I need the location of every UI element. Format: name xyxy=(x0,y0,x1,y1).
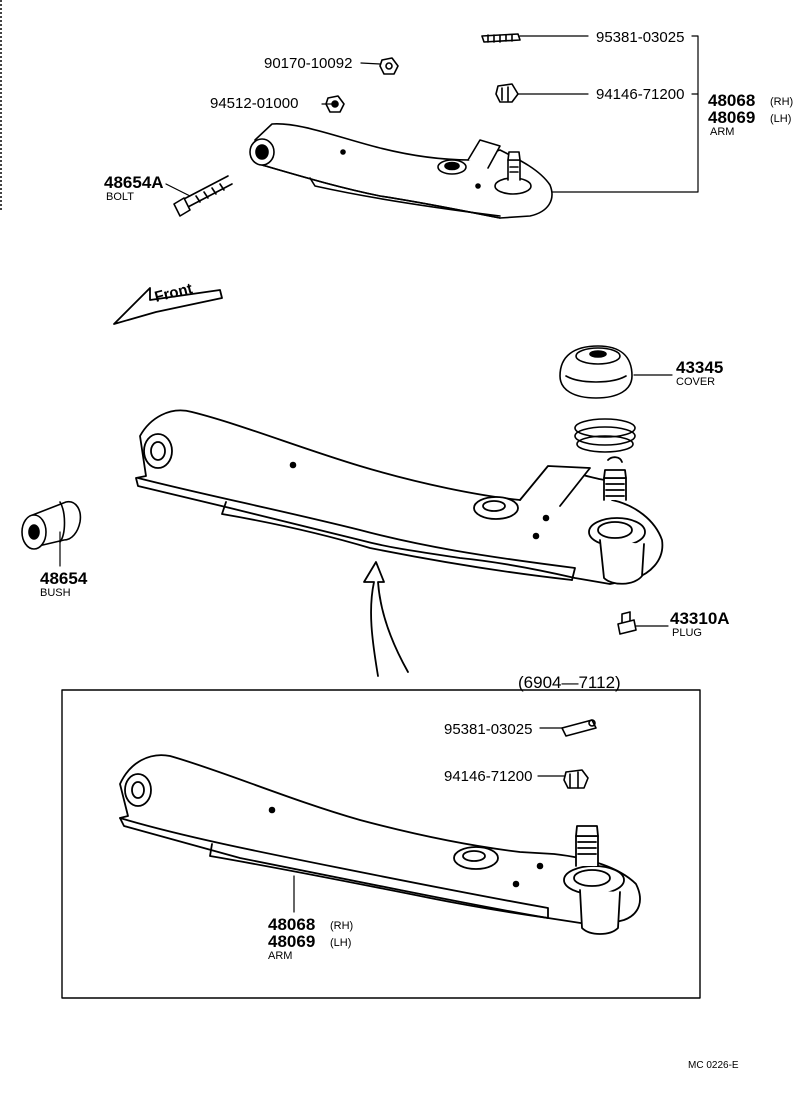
label-94512: 94512-01000 xyxy=(210,95,298,112)
inset-hardware xyxy=(561,719,597,789)
inset-leaders xyxy=(293,727,565,913)
arm-rh-side-upper: (RH) xyxy=(770,96,793,108)
label-94146-inset: 94146-71200 xyxy=(444,768,532,785)
plug-label: PLUG xyxy=(672,627,702,639)
plug-drawing xyxy=(617,611,637,635)
plug-pn: 43310A xyxy=(670,609,730,628)
upper-leaders xyxy=(165,35,699,197)
upper-hardware xyxy=(325,33,521,113)
middle-leaders xyxy=(59,374,673,627)
arm-lh-pn-upper: 48069 xyxy=(708,108,755,127)
upper-labels: 95381-03025 90170-10092 94146-71200 4806… xyxy=(104,29,793,203)
front-arrow xyxy=(113,287,223,325)
inset-labels: (6904—7112) 95381-03025 94146-71200 4806… xyxy=(268,673,621,962)
arm-lh-pn-inset: 48069 xyxy=(268,932,315,951)
cover-label: COVER xyxy=(676,376,715,388)
label-90170: 90170-10092 xyxy=(264,55,352,72)
arm-rh-side-inset: (RH) xyxy=(330,920,353,932)
bolt-pn: 48654A xyxy=(104,173,164,192)
label-95381-upper: 95381-03025 xyxy=(596,29,684,46)
bush-label: BUSH xyxy=(40,587,71,599)
bolt-label: BOLT xyxy=(106,191,134,203)
cover-drawing xyxy=(559,345,633,399)
inset-arm-drawing xyxy=(119,754,641,935)
bush-drawing xyxy=(21,500,82,550)
arm-lh-side-upper: (LH) xyxy=(770,113,791,125)
label-94146-upper: 94146-71200 xyxy=(596,86,684,103)
inset-frame xyxy=(61,689,701,999)
upper-arm-drawing xyxy=(249,123,553,219)
arm-rh-pn-inset: 48068 xyxy=(268,915,315,934)
inset-range: (6904—7112) xyxy=(518,673,621,692)
bush-pn: 48654 xyxy=(40,569,88,588)
cover-pn: 43345 xyxy=(676,358,723,377)
left-edge-marks xyxy=(0,0,6,210)
main-arm-drawing xyxy=(135,409,664,585)
middle-labels: 43345 COVER 48654 BUSH 43310A PLUG xyxy=(40,358,730,639)
doc-code: MC 0226-E xyxy=(688,1060,739,1071)
spring-drawing xyxy=(574,418,636,453)
arm-lh-side-inset: (LH) xyxy=(330,937,351,949)
bolt-drawing xyxy=(173,175,233,217)
label-95381-inset: 95381-03025 xyxy=(444,721,532,738)
arm-rh-pn-upper: 48068 xyxy=(708,91,755,110)
arm-label-inset: ARM xyxy=(268,950,292,962)
pointer-arrow xyxy=(363,561,409,677)
arm-label-upper: ARM xyxy=(710,126,734,138)
